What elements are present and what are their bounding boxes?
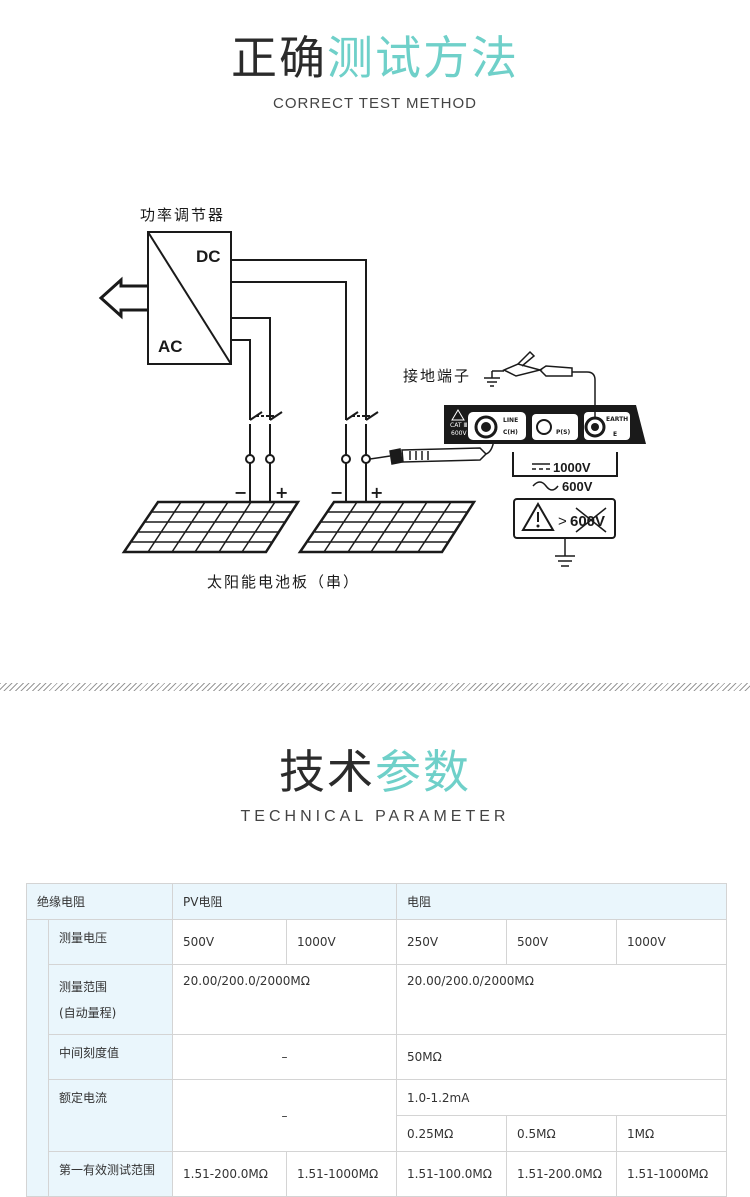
regulator-box xyxy=(147,231,232,365)
section-title-technical: 技术参数 xyxy=(0,736,750,802)
header-pv: PV电阻 xyxy=(172,883,398,920)
warning-small-icon xyxy=(451,409,465,421)
title-accent-part: 测试方法 xyxy=(327,31,519,85)
section-subtitle-test-method: CORRECT TEST METHOD xyxy=(272,95,478,112)
header-insulation: 绝缘电阻 xyxy=(25,883,174,920)
ground-symbol-icon xyxy=(555,538,575,567)
section-title-test-method: 正确测试方法 xyxy=(0,22,750,88)
dc-label: DC xyxy=(196,247,221,266)
section-subtitle-technical: TECHNICAL PARAMETER xyxy=(240,808,510,825)
table-cell: 0.25MΩ xyxy=(396,1115,508,1152)
cat-voltage: 600V xyxy=(451,430,467,437)
table-cell: 0.5MΩ xyxy=(506,1115,618,1152)
spec-table: 绝缘电阻 PV电阻 电阻 测量电压 500V 1000V 250V 500V 1… xyxy=(25,883,728,1197)
regulator-label: 功率调节器 xyxy=(140,206,225,224)
test-wiring-diagram: CAT Ⅲ 600V LINE C(H) P(S) EARTH E 1000V … xyxy=(98,206,646,591)
panel1-minus: − xyxy=(234,483,247,502)
table-cell: 1000V xyxy=(616,919,728,965)
ac-symbol-icon xyxy=(532,481,559,491)
table-cell: – xyxy=(172,1079,398,1152)
line-terminal xyxy=(474,415,498,439)
table-cell: 1.51-200.0MΩ xyxy=(506,1151,618,1197)
row-label-line2: (自动量程) xyxy=(59,1006,117,1020)
table-cell: 20.00/200.0/2000MΩ xyxy=(172,964,398,1035)
row-label: 中间刻度值 xyxy=(47,1034,174,1080)
table-cell: 1.51-1000MΩ xyxy=(286,1151,398,1197)
solar-panel-2 xyxy=(297,500,477,554)
table-cell: 1.0-1.2mA xyxy=(396,1079,728,1116)
table-cell: 1.51-1000MΩ xyxy=(616,1151,728,1197)
panel2-minus: − xyxy=(330,483,343,502)
table-cell: – xyxy=(172,1034,398,1080)
table-row: 第一有效测试范围 1.51-200.0MΩ 1.51-1000MΩ 1.51-1… xyxy=(27,1151,728,1197)
ac-label: AC xyxy=(158,337,183,356)
panel2-plus: + xyxy=(370,483,383,502)
table-cell: 50MΩ xyxy=(396,1034,728,1080)
panel1-plus: + xyxy=(275,483,288,502)
table-row: 0.25MΩ 0.5MΩ 1MΩ xyxy=(27,1115,728,1152)
table-row: 测量范围 (自动量程) 20.00/200.0/2000MΩ 20.00/200.… xyxy=(27,964,728,1035)
table-cell: 500V xyxy=(506,919,618,965)
table-row: 额定电流 – 1.0-1.2mA xyxy=(27,1079,728,1152)
row-label: 第一有效测试范围 xyxy=(47,1151,174,1197)
table-cell: 1.51-100.0MΩ xyxy=(396,1151,508,1197)
row-label: 额定电流 xyxy=(47,1079,174,1152)
title-dark-part: 技术 xyxy=(279,745,375,799)
line-label: LINE xyxy=(503,417,518,424)
wire-ac-2 xyxy=(231,339,251,420)
table-cell: 1000V xyxy=(286,919,398,965)
table-cell: 1.51-200.0MΩ xyxy=(172,1151,288,1197)
dc-rating: 1000V xyxy=(553,460,591,475)
output-arrow-icon xyxy=(98,276,148,320)
header-resistance: 电阻 xyxy=(396,883,728,920)
row-indent xyxy=(26,919,49,1197)
solar-panel-1 xyxy=(121,500,301,554)
row-label-line1: 测量范围 xyxy=(59,980,108,994)
ch-label: C(H) xyxy=(503,429,518,436)
table-cell: 1MΩ xyxy=(616,1115,728,1152)
ps-terminal xyxy=(536,419,552,435)
row-label: 测量范围 (自动量程) xyxy=(47,964,174,1035)
section-divider xyxy=(0,683,750,691)
table-header-row: 绝缘电阻 PV电阻 电阻 xyxy=(25,883,728,920)
warning-icon xyxy=(521,501,555,531)
warning-gt: > xyxy=(558,513,567,530)
cat-label: CAT Ⅲ xyxy=(450,422,468,429)
dc-symbol-icon xyxy=(532,463,550,470)
solar-panel-label: 太阳能电池板（串） xyxy=(207,573,360,591)
row-label: 测量电压 xyxy=(47,919,174,965)
regulator-diagonal xyxy=(147,231,232,365)
wire-ac-1 xyxy=(231,317,271,420)
table-cell: 500V xyxy=(172,919,288,965)
earth-label: EARTH xyxy=(606,416,628,423)
test-probe-icon xyxy=(369,436,495,465)
table-row: 测量电压 500V 1000V 250V 500V 1000V xyxy=(26,919,728,1197)
warning-voltage: 600V xyxy=(570,513,605,530)
ac-rating: 600V xyxy=(562,479,593,494)
table-row: 中间刻度值 – 50MΩ xyxy=(27,1034,728,1080)
title-dark-part: 正确 xyxy=(231,31,327,85)
table-cell: 250V xyxy=(396,919,508,965)
ps-label: P(S) xyxy=(556,429,570,436)
title-accent-part: 参数 xyxy=(375,745,471,799)
table-cell: 20.00/200.0/2000MΩ xyxy=(396,964,728,1035)
ground-clip-icon xyxy=(538,365,573,377)
rating-bracket xyxy=(512,452,618,477)
cat-rating-badge xyxy=(451,409,465,421)
wire-dc-1 xyxy=(231,259,367,420)
wire-dc-2 xyxy=(231,281,347,420)
ground-terminal-label: 接地端子 xyxy=(403,367,471,385)
e-label: E xyxy=(613,431,617,438)
